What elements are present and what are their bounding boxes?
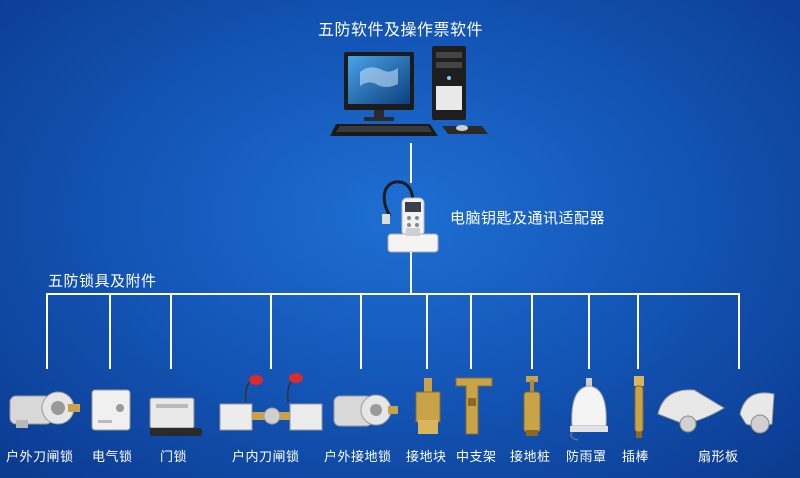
item-label: 户外接地锁 — [324, 450, 392, 465]
item-label: 接地桩 — [510, 450, 551, 465]
connector-line — [410, 252, 412, 294]
drop-line — [588, 293, 590, 369]
bus-line — [46, 293, 740, 295]
drop-line — [360, 293, 362, 369]
item-label: 插棒 — [622, 450, 650, 465]
drop-line — [270, 293, 272, 369]
drop-line — [637, 293, 639, 369]
rain-cover-icon — [570, 378, 608, 441]
item-label: 户内刀闸锁 — [232, 450, 300, 465]
computer-icon — [330, 46, 488, 136]
insert-rod-icon — [634, 376, 644, 438]
computer-key-adapter-icon — [382, 180, 439, 253]
item-label: 扇形板 — [698, 450, 739, 465]
grounding-pile-icon — [523, 376, 541, 436]
item-label: 户外刀闸锁 — [6, 450, 74, 465]
computer-key-label: 电脑钥匙及通讯适配器 — [450, 209, 606, 227]
fan-plate-icon — [657, 389, 775, 434]
connector-line — [410, 143, 412, 183]
drop-line — [170, 293, 172, 369]
grounding-block-icon — [415, 378, 441, 434]
item-label: 接地块 — [406, 450, 447, 465]
item-label: 门锁 — [160, 450, 188, 465]
item-label: 中支架 — [456, 450, 497, 465]
electrical-lock-icon — [91, 389, 131, 431]
drop-line — [738, 293, 740, 369]
drop-line — [531, 293, 533, 369]
software-label: 五防软件及操作票软件 — [318, 20, 484, 39]
drop-line — [46, 293, 48, 369]
item-label: 防雨罩 — [566, 450, 607, 465]
middle-bracket-icon — [455, 377, 493, 435]
indoor-knife-switch-lock-icon — [219, 373, 323, 431]
drop-line — [109, 293, 111, 369]
outdoor-grounding-lock-icon — [333, 394, 398, 427]
drop-line — [426, 293, 428, 369]
item-label: 电气锁 — [92, 450, 133, 465]
section-label: 五防锁具及附件 — [48, 272, 157, 290]
door-lock-icon — [149, 397, 202, 436]
drop-line — [470, 293, 472, 369]
outdoor-knife-switch-lock-icon — [9, 391, 80, 428]
